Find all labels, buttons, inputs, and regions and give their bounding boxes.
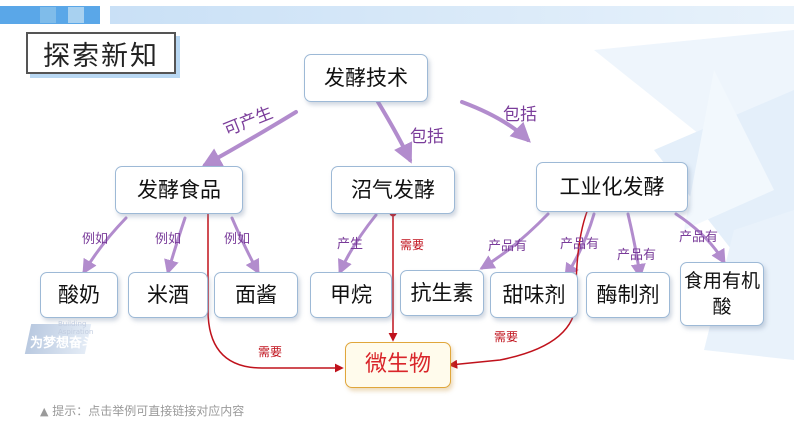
node-edible-organic-acid[interactable]: 食用有机酸 [680,262,764,326]
logo-text: 为梦想奋斗 [30,336,96,351]
arrow-ind-to-antibiotic [479,212,550,270]
node-bean-sauce[interactable]: 面酱 [214,272,298,318]
arrow-food-to-yogurt [82,216,128,275]
label-produce: 产生 [337,237,364,252]
label-includes: 包括 [410,127,444,147]
label-for-example: 例如 [155,232,182,247]
watermark-logo: Building Aspiration 为梦想奋斗 [24,318,118,362]
label-includes: 包括 [503,105,537,125]
arrow-food-to-beansauce [230,216,260,275]
arrow-biogas-to-methane [338,213,378,275]
top-banner [0,0,794,30]
arrow-root-to-food [201,110,298,167]
arrow-ind-to-acid [674,212,726,265]
arrow-food-to-ricewine [164,216,187,275]
label-need: 需要 [258,345,283,359]
node-yogurt[interactable]: 酸奶 [40,272,118,318]
label-need: 需要 [400,238,425,252]
label-products: 产品有 [679,230,719,245]
hint-text: 提示：点击举例可直接链接对应内容 [52,404,245,418]
page-title: 探索新知 [26,32,176,74]
node-biogas-fermentation[interactable]: 沼气发酵 [331,166,455,214]
label-for-example: 例如 [224,232,251,247]
need-line-food-to-microbe [207,210,344,373]
arrow-ind-to-enzyme [626,212,646,279]
label-products: 产品有 [560,237,600,252]
label-products: 产品有 [617,248,657,263]
node-fermented-food[interactable]: 发酵食品 [115,166,243,214]
label-for-example: 例如 [82,232,109,247]
node-rice-wine[interactable]: 米酒 [128,272,208,318]
node-industrial-fermentation[interactable]: 工业化发酵 [536,162,688,212]
node-fermentation-tech[interactable]: 发酵技术 [304,54,428,102]
up-arrow-icon: ▲ [40,405,49,418]
label-products: 产品有 [488,239,528,254]
arrow-ind-to-sweetener [564,212,596,279]
banner-segment-right [110,6,794,24]
logo-subtext: Building Aspiration [58,320,94,336]
footer-hint: ▲ 提示：点击举例可直接链接对应内容 [40,402,244,419]
node-microorganism[interactable]: 微生物 [345,342,451,388]
arrow-root-to-industrial [460,100,531,143]
arrow-root-to-biogas [376,100,413,164]
node-antibiotic[interactable]: 抗生素 [400,270,484,316]
node-sweetener[interactable]: 甜味剂 [490,272,578,318]
node-enzyme-preparation[interactable]: 酶制剂 [586,272,670,318]
banner-square [68,7,84,23]
label-need: 需要 [494,330,519,344]
node-methane[interactable]: 甲烷 [310,272,392,318]
banner-square [40,7,56,23]
